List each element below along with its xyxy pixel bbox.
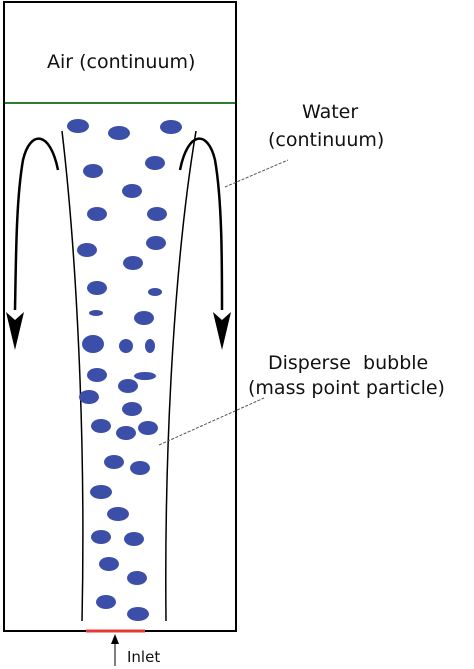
bubble [83,164,103,178]
bubble [123,256,143,270]
bubble [134,372,156,380]
flow-arrow-right [178,137,231,350]
bubble [67,119,89,133]
water-leader-line [224,159,289,188]
bubble [82,335,104,353]
bubble [91,419,111,433]
bubble [79,390,99,404]
plume-boundary-left [61,130,84,622]
bubble [104,455,124,469]
flow-arrow-left [6,137,60,350]
down-arrow-icon [6,312,24,350]
bubble [148,288,162,296]
bubble [122,402,142,416]
column-outline [3,1,237,632]
bubble [130,461,150,475]
bubble [118,379,138,393]
bubble [127,607,149,621]
bubble [138,421,158,435]
bubble [107,507,129,521]
bubble [90,485,112,499]
bubble [124,532,144,546]
water-label-line2: (continuum) [268,129,384,151]
bubble [91,530,111,544]
bubbles [67,119,182,621]
bubble [147,207,167,221]
bubble [96,595,116,609]
down-arrow-icon [213,312,231,350]
bubble [116,426,136,440]
bubble-label-line1: Disperse bubble [268,352,428,374]
inlet-arrow [111,634,119,666]
bubble [134,311,154,325]
bubble [87,207,107,221]
water-label-line1: Water [302,101,358,123]
bubble [108,126,130,140]
bubble-leader-line [158,397,265,446]
bubble [77,243,97,257]
inlet-label: Inlet [127,648,160,666]
bubble [122,184,142,198]
bubble [119,339,133,353]
air-label: Air (continuum) [47,51,195,73]
bubble [127,571,147,585]
bubble [146,236,166,250]
bubble [145,156,165,170]
bubble [99,557,119,571]
bubble [87,281,107,295]
plume-boundary-right [165,130,197,622]
up-arrow-icon [111,634,119,644]
bubble [89,310,103,316]
bubble-label-line2: (mass point particle) [248,377,445,399]
bubble [87,368,107,382]
bubble [145,339,155,353]
bubble [160,120,182,134]
